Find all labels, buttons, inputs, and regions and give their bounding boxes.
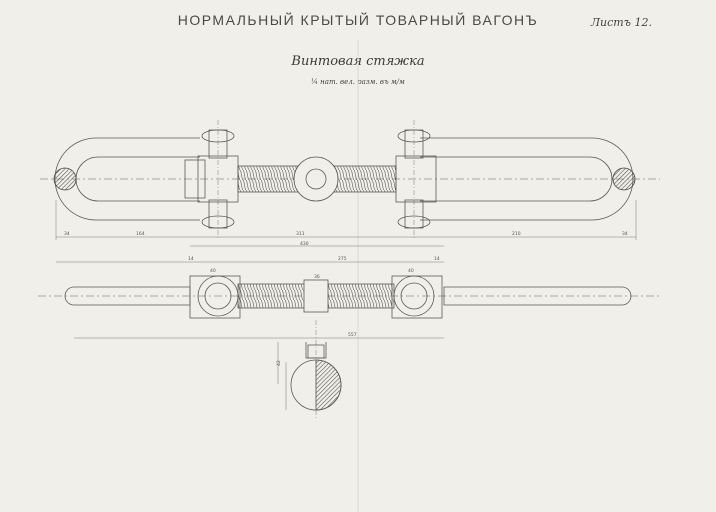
dim-left-gap: 14 [188,256,194,262]
dim-left-end: 34 [64,231,70,237]
dim-left-nut: 40 [210,268,216,274]
dim-right-gap: 14 [434,256,440,262]
sheet-title: НОРМАЛЬНЫЙ КРЫТЫЙ ТОВАРНЫЙ ВАГОНЪ [177,12,539,28]
dim-side-total: 557 [348,332,357,338]
dim-screw: 311 [296,231,305,237]
dim-handle-width: 36 [314,274,320,280]
dim-right-nut: 40 [408,268,414,274]
side-view [38,261,660,339]
handle-section [277,320,342,418]
dim-screw-total: 430 [300,241,309,247]
dim-handle-height: 42 [276,360,282,366]
top-view [40,120,660,247]
sheet-number: Листъ 12. [590,16,652,29]
dim-left-loop: 164 [136,231,145,237]
dim-side-top: 275 [338,256,347,262]
dim-right-end: 34 [622,231,628,237]
dim-right-loop: 210 [512,231,521,237]
